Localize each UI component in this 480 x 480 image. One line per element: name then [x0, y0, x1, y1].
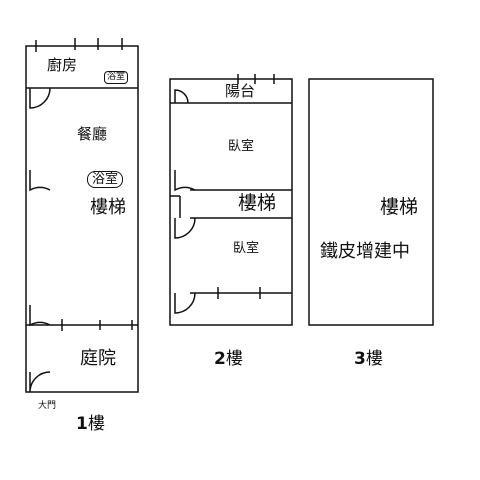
floor1-bathroom-top-label: 浴室 — [104, 71, 129, 84]
floor1-walls — [25, 38, 139, 393]
floor3-stairs-label: 樓梯 — [380, 196, 419, 218]
floor1-courtyard-label: 庭院 — [80, 348, 116, 369]
floor2-bedroom-back-label: 臥室 — [233, 241, 260, 256]
floor2-bedroom-front-label: 臥室 — [228, 139, 255, 154]
floor3-title: 3樓 — [354, 351, 383, 368]
floor2-walls — [169, 74, 293, 326]
floor2-title: 2樓 — [214, 351, 243, 368]
floor3-note-label: 鐵皮增建中 — [320, 241, 410, 262]
floor1-dining-label: 餐廳 — [77, 125, 108, 143]
floor1-title: 1樓 — [76, 416, 105, 433]
floor2-balcony-label: 陽台 — [225, 82, 256, 100]
floor2-number: 2 — [214, 349, 226, 369]
floor3-unit: 樓 — [365, 349, 383, 369]
floor1-doors — [29, 87, 51, 393]
floor1-bathroom-mid-label: 浴室 — [87, 171, 124, 188]
floor1-number: 1 — [76, 414, 88, 434]
floor3-number: 3 — [354, 349, 366, 369]
floor2-stairs-label: 樓梯 — [238, 192, 277, 214]
floor1-stairs-label: 樓梯 — [90, 197, 126, 218]
floor2-doors — [174, 89, 196, 314]
floor3-walls — [308, 78, 434, 326]
floor1-kitchen-label: 廚房 — [47, 56, 78, 74]
floor1-main-door-label: 大門 — [38, 401, 57, 411]
floor2-unit: 樓 — [225, 349, 243, 369]
floor1-unit: 樓 — [87, 414, 105, 434]
